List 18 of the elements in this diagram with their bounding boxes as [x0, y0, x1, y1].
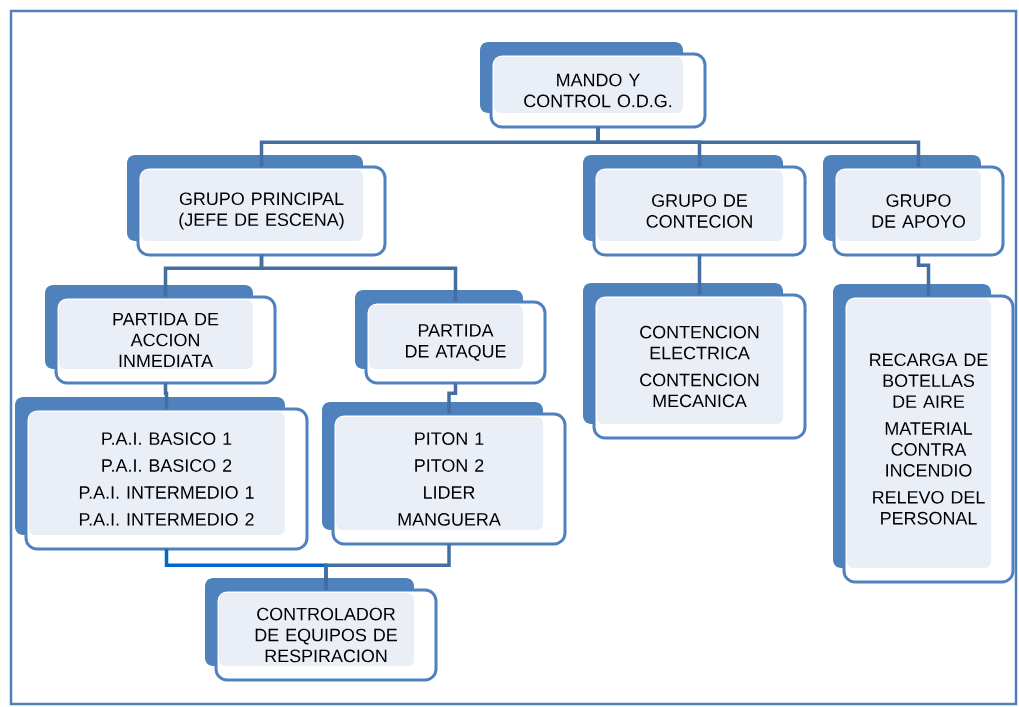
connector-line [447, 383, 458, 414]
org-box: GRUPO PRINCIPAL (JEFE DE ESCENA) [127, 155, 387, 257]
connector-line [324, 544, 451, 590]
org-box: CONTROLADOR DE EQUIPOS DE RESPIRACION [205, 578, 438, 682]
connector-line [163, 383, 169, 409]
connector-line [697, 255, 702, 295]
org-box: GRUPO DE CONTECION [583, 155, 807, 257]
org-box: CONTENCION ELECTRICA CONTENCION MECANICA [583, 283, 807, 440]
org-box: PARTIDA DE ATAQUE [355, 290, 547, 385]
org-box: RECARGA DE BOTELLAS DE AIRE MATERIAL CONTRA INCENDIO RELEVO DEL PERSONAL [833, 284, 1015, 584]
connector-line [259, 255, 458, 302]
connector-line [596, 127, 921, 167]
connector-line [916, 255, 931, 296]
org-box: P.A.I. BASICO 1 P.A.I. BASICO 2 P.A.I. INTERMEDIO 1 P.A.I. INTERMEDIO 2 [15, 397, 309, 551]
org-box: GRUPO DE APOYO [823, 155, 1005, 257]
org-box: PITON 1 PITON 2 LIDER MANGUERA [322, 402, 567, 546]
org-box: PARTIDA DE ACCION INMEDIATA [45, 285, 277, 385]
org-box: MANDO Y CONTROL O.D.G. [480, 42, 707, 129]
